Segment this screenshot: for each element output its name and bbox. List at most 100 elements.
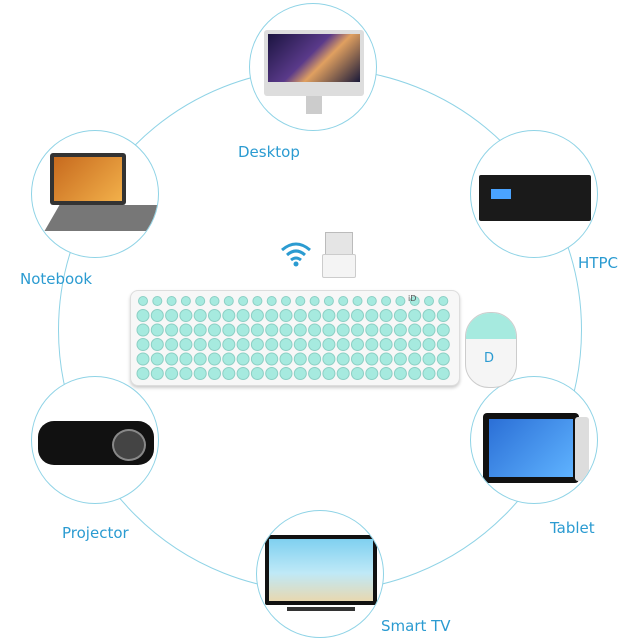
key: [265, 338, 279, 351]
key: [165, 352, 179, 366]
key: [265, 367, 279, 380]
key: [165, 323, 179, 337]
key: [308, 309, 322, 322]
key: [393, 367, 407, 380]
htpc-image: [479, 175, 591, 221]
key: [236, 352, 250, 366]
key: [308, 338, 322, 351]
key: [422, 367, 436, 380]
key: [338, 296, 349, 306]
key: [222, 309, 236, 322]
key: [265, 309, 279, 322]
key: [152, 296, 163, 306]
key: [180, 296, 191, 306]
key: [322, 352, 336, 366]
keyboard-keys: [136, 296, 450, 380]
key: [408, 352, 422, 366]
key: [179, 367, 193, 380]
key: [208, 352, 221, 366]
key: [223, 296, 234, 306]
key: [279, 309, 293, 322]
key: [136, 323, 150, 337]
key: [236, 309, 250, 322]
key: [336, 367, 350, 380]
key: [422, 352, 436, 366]
key: [309, 296, 320, 306]
key: [381, 296, 392, 306]
key: [193, 367, 207, 380]
key: [208, 367, 221, 380]
usb-receiver-image: [322, 232, 356, 278]
key: [436, 338, 450, 351]
key: [351, 309, 364, 322]
smart-tv-label: Smart TV: [381, 617, 451, 635]
key: [265, 323, 279, 337]
key: [150, 367, 164, 380]
projector-image: [38, 421, 154, 465]
key: [193, 323, 207, 337]
key: [408, 323, 422, 337]
htpc-label: HTPC: [578, 254, 618, 272]
brand-logo: iD: [408, 294, 417, 303]
htpc-node: [470, 130, 598, 258]
key: [422, 309, 436, 322]
key: [179, 309, 193, 322]
tablet-image: [483, 413, 579, 483]
key: [365, 352, 379, 366]
key: [436, 352, 450, 366]
key: [236, 367, 250, 380]
key: [250, 367, 264, 380]
key: [395, 296, 406, 306]
key: [136, 338, 150, 351]
key: [322, 367, 336, 380]
key: [393, 338, 407, 351]
key: [293, 323, 307, 337]
key: [193, 338, 207, 351]
key: [351, 352, 364, 366]
key: [379, 309, 393, 322]
key: [352, 296, 363, 306]
key: [208, 338, 221, 351]
key: [393, 309, 407, 322]
key: [408, 367, 422, 380]
key: [293, 338, 307, 351]
key: [193, 309, 207, 322]
key: [379, 367, 393, 380]
key: [308, 323, 322, 337]
key: [336, 352, 350, 366]
key: [179, 323, 193, 337]
key: [250, 338, 264, 351]
wifi-icon: [281, 242, 311, 267]
key: [422, 338, 436, 351]
key: [322, 323, 336, 337]
key: [222, 367, 236, 380]
key: [136, 309, 150, 322]
key: [266, 296, 277, 306]
key: [166, 296, 177, 306]
key: [222, 352, 236, 366]
key: [252, 296, 263, 306]
smart-tv-node: [256, 510, 384, 638]
key: [293, 367, 307, 380]
key: [322, 338, 336, 351]
key: [208, 309, 221, 322]
key: [408, 309, 422, 322]
key: [322, 309, 336, 322]
notebook-node: [31, 130, 159, 258]
key: [208, 323, 221, 337]
key: [393, 323, 407, 337]
projector-label: Projector: [62, 524, 129, 542]
key: [323, 296, 334, 306]
key: [265, 352, 279, 366]
key: [379, 338, 393, 351]
key: [379, 352, 393, 366]
tablet-node: [470, 376, 598, 504]
key: [436, 323, 450, 337]
keyboard-image: iD: [130, 290, 460, 386]
desktop-monitor-image: [264, 30, 364, 96]
key: [424, 296, 434, 306]
key: [336, 323, 350, 337]
key: [250, 352, 264, 366]
key: [409, 296, 420, 306]
key: [138, 296, 148, 306]
